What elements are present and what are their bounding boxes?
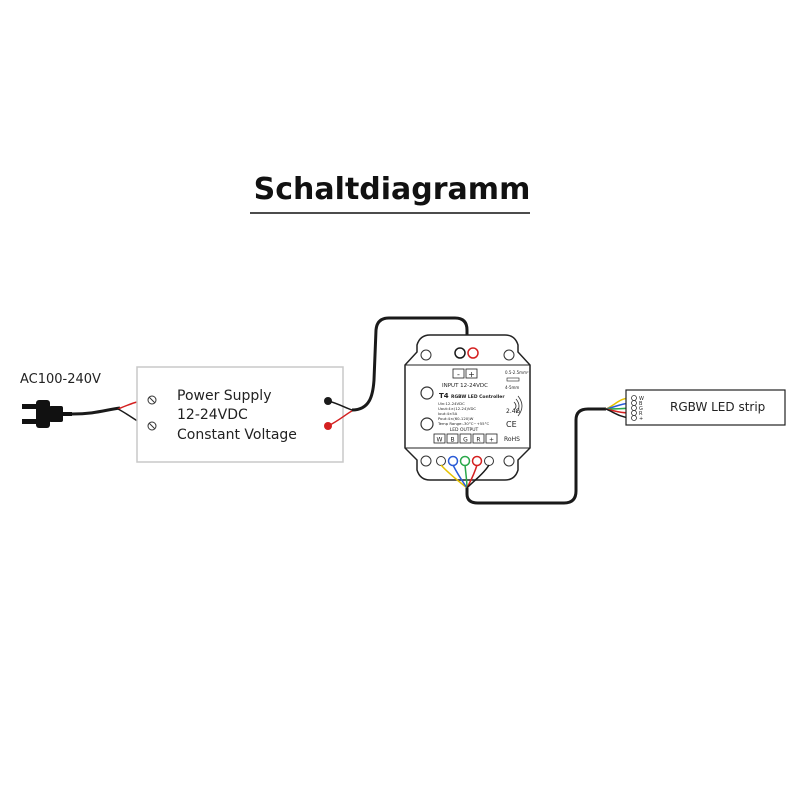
controller-mount-hole: [420, 349, 432, 361]
strip-pin-label: +: [639, 416, 643, 422]
dc-wire-black-stub: [327, 400, 353, 411]
output-screw-w: [436, 456, 446, 466]
wire-strip-icon: [506, 377, 520, 382]
rgbw-controller: - + INPUT 12-24VDC 0.5-2.5mm² 4-5mm T4 R…: [404, 334, 531, 481]
diagram-title: Schaltdiagramm: [254, 172, 531, 207]
controller-input-terminal-minus: [454, 347, 466, 359]
controller-mount-hole: [503, 349, 515, 361]
strip-pin-label: R: [639, 411, 643, 417]
controller-mount-hole: [420, 455, 432, 467]
strip-pin-label: B: [639, 401, 643, 407]
strip-pad-g: [631, 405, 637, 411]
output-screw-b: [447, 455, 459, 467]
dc-wire-red-stub: [327, 410, 353, 427]
strip-pad-b: [631, 400, 637, 406]
power-supply: Power Supply 12-24VDC Constant Voltage: [136, 366, 344, 463]
spec-line: Uout:4×(12-24)VDC: [438, 406, 476, 411]
psu-label-line1: Power Supply: [177, 388, 272, 404]
dc-supply-cable: [351, 316, 469, 412]
controller-button-1: [420, 386, 434, 400]
ce-mark: CE: [506, 420, 517, 429]
ac-plug-icon: [22, 400, 72, 428]
controller-name: RGBW LED Controller: [451, 394, 505, 400]
spec-line: Iout:4×5A: [438, 411, 458, 416]
output-screw-plus: [484, 456, 494, 466]
frequency-label: 2.4G: [506, 408, 521, 415]
rohs-mark: RoHS: [504, 436, 520, 443]
psu-label-line2: 12-24VDC: [177, 407, 248, 423]
terminal-label: R: [476, 437, 480, 444]
wireless-signal-icon: [513, 395, 523, 417]
ac-input-wire: [71, 406, 121, 416]
input-plus-label: +: [468, 370, 475, 379]
strip-pad-plus: [631, 415, 637, 421]
terminal-label: +: [489, 437, 494, 444]
spec-line: Temp Range:-30°C~+55°C: [437, 421, 489, 426]
controller-spec-list: Uin:12-24VDC Uout:4×(12-24)VDC Iout:4×5A…: [437, 401, 489, 426]
strip-pin-label: G: [639, 406, 643, 412]
input-minus-label: -: [457, 370, 460, 379]
rgbw-led-strip: W B G R + RGBW LED strip: [625, 389, 786, 426]
strip-pin-label: W: [639, 396, 644, 402]
terminal-label: W: [437, 437, 443, 444]
strip-pad-r: [631, 410, 637, 416]
strip-pad-w: [631, 395, 637, 401]
controller-mount-hole: [503, 455, 515, 467]
output-screw-g: [459, 455, 471, 467]
input-voltage-label: INPUT 12-24VDC: [442, 383, 488, 389]
led-strip-label: RGBW LED strip: [670, 400, 765, 414]
output-screw-r: [471, 455, 483, 467]
wire-spec-1: 0.5-2.5mm²: [505, 370, 529, 375]
controller-button-2: [420, 417, 434, 431]
controller-input-terminal-plus: [467, 347, 479, 359]
wire-spec-2: 4-5mm: [505, 385, 519, 390]
psu-label-line3: Constant Voltage: [177, 427, 297, 443]
spec-line: Uin:12-24VDC: [438, 401, 465, 406]
terminal-label: B: [450, 437, 454, 444]
output-terminal-block: W B G R +: [433, 433, 498, 444]
ac-input-label: AC100-240V: [20, 372, 101, 387]
output-wire-fan: [440, 464, 490, 489]
led-output-label: LED OUTPUT: [450, 427, 479, 433]
spec-line: Pout:4×(60-120)W: [438, 416, 474, 421]
terminal-label: G: [463, 437, 468, 444]
led-output-cable: [465, 407, 606, 505]
controller-model: T4: [439, 392, 449, 400]
